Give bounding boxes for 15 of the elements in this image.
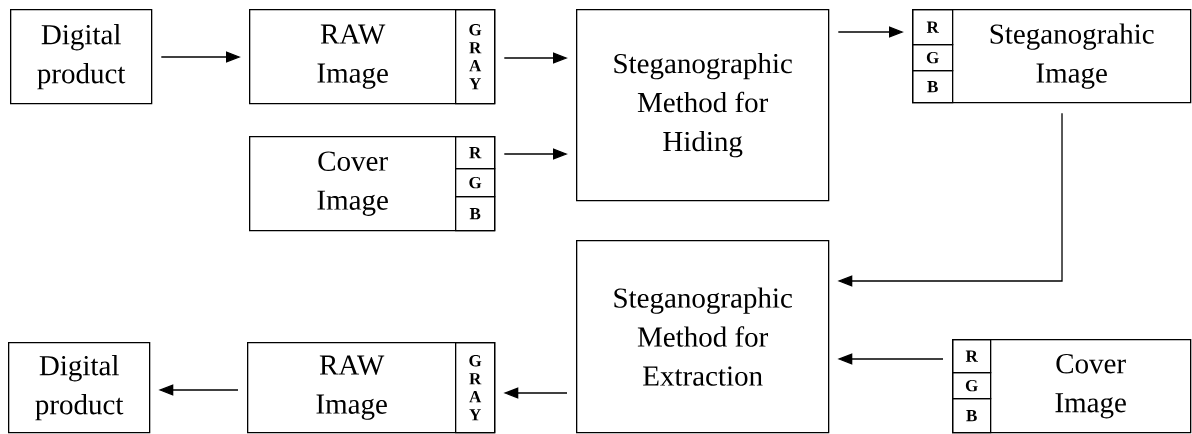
channel-cell: R [912,9,954,46]
process-box: Digital product [10,9,153,105]
process-box: Steganographic Method for Extraction [576,240,830,434]
channel-cell: R [455,136,496,170]
channel-cell: B [952,398,992,434]
process-box: Steganographic Method for Hiding [576,9,830,202]
channel-strip: G R A Y [455,342,496,434]
channel-cell: R [952,339,992,374]
channel-cell: G [952,372,992,400]
channel-strip: G R A Y [455,9,496,105]
channel-cell: G [455,168,496,198]
process-box: Digital product [8,342,151,434]
channel-cell: B [455,196,496,232]
channel-cell: G [912,44,954,72]
channel-cell: B [912,70,954,104]
